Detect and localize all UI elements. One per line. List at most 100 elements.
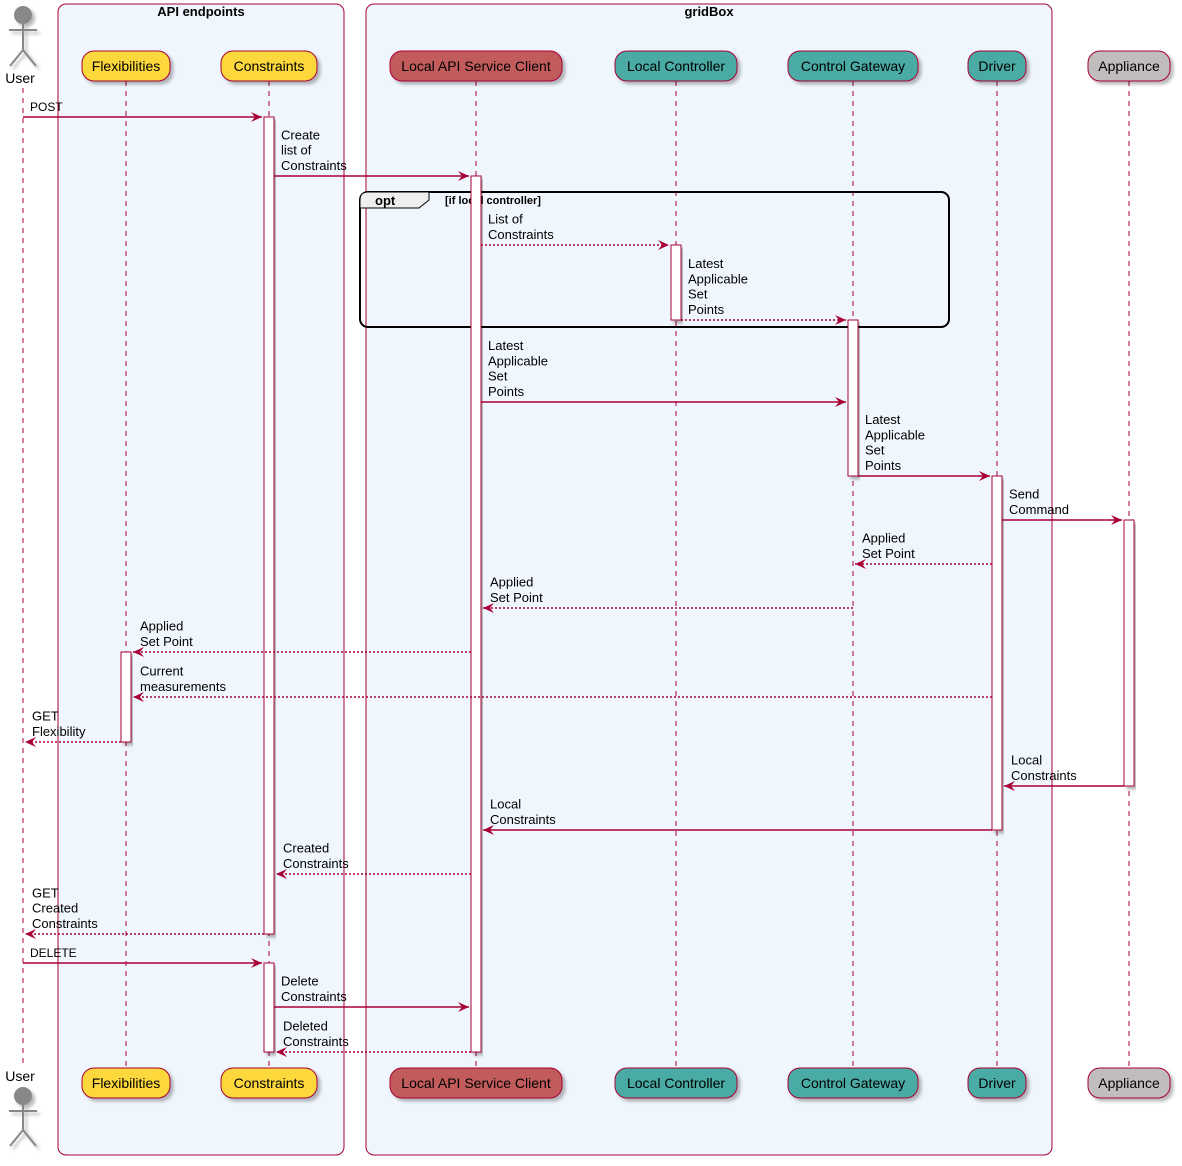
message-label-line: Local [1011,753,1042,768]
participant-label: Local Controller [627,58,725,74]
participant-flex-header: Flexibilities [81,50,171,82]
box-title-api-endpoints: API endpoints [157,4,244,19]
participant-cons-header: Constraints [220,50,318,82]
participant-cg-header: Control Gateway [787,50,919,82]
message-label-line: Latest [865,412,901,427]
message-label-line: list of [281,143,312,158]
message-label-line: Created [283,841,329,856]
user-stick-figure-icon [9,6,37,67]
message-label-line: Constraints [488,227,554,242]
participant-label: Local Controller [627,1075,725,1091]
activation-bar-cg [847,319,859,477]
message-label-line: Latest [688,256,724,271]
participant-label: Local API Service Client [401,58,551,74]
message-label-line: Command [1009,502,1069,517]
message-label-line: Delete [281,974,319,989]
user-stick-figure-icon [9,1087,37,1147]
participant-label: Flexibilities [92,58,160,74]
participants: FlexibilitiesFlexibilitiesConstraintsCon… [81,50,1171,1099]
activation-bar-lasc [470,175,482,1053]
opt-condition: [if local controller] [445,195,541,207]
message-label-line: GET [32,709,59,724]
message-label-line: Applied [490,575,533,590]
message-label-line: Constraints [281,158,347,173]
message-label-line: Constraints [490,812,556,827]
activation-bar-app [1123,519,1135,787]
message-label-line: Set Point [862,546,915,561]
participant-lasc-header: Local API Service Client [389,50,563,82]
actor-user-top: User [5,6,37,86]
participant-app-header: Appliance [1087,50,1171,82]
message-label-line: Points [488,384,525,399]
message-1: POST [23,100,262,122]
message-label-line: List of [488,212,523,227]
message-label-line: Created [32,901,78,916]
participant-app-footer: Appliance [1087,1067,1171,1099]
message-label-line: Deleted [283,1019,328,1034]
participant-drv-header: Driver [967,50,1027,82]
participant-lc-footer: Local Controller [614,1067,738,1099]
activation-bar-lc [670,244,682,321]
message-label-line: Points [688,302,725,317]
box-gridbox: gridBox [365,3,1053,1156]
actor-label-user: User [5,70,35,86]
actor-user-bottom: User [5,1068,37,1147]
participant-label: Control Gateway [801,58,905,74]
participant-cg-footer: Control Gateway [787,1067,919,1099]
message-label-line: Constraints [283,1034,349,1049]
participant-drv-footer: Driver [967,1067,1027,1099]
activation-bars [120,116,1135,1053]
participant-label: Constraints [234,1075,305,1091]
message-label-line: measurements [140,679,226,694]
participant-label: Control Gateway [801,1075,905,1091]
message-label-line: DELETE [30,946,77,960]
participant-label: Driver [978,58,1016,74]
participant-label: Driver [978,1075,1016,1091]
activation-bar-flex [120,651,132,743]
message-label-line: Applicable [688,271,748,286]
message-label-line: Set Point [490,590,543,605]
actor-label-user: User [5,1068,35,1084]
participant-label: Flexibilities [92,1075,160,1091]
message-17: DELETE [23,946,262,968]
message-label-line: Send [1009,487,1039,502]
participant-label: Appliance [1098,1075,1160,1091]
message-label-line: GET [32,885,59,900]
message-label-line: Applicable [488,353,548,368]
message-label-line: Applied [140,619,183,634]
message-label-line: Applicable [865,427,925,442]
participant-cons-footer: Constraints [220,1067,318,1099]
activation-bar-cons [263,116,275,935]
participant-label: Local API Service Client [401,1075,551,1091]
participant-lasc-footer: Local API Service Client [389,1067,563,1099]
message-label-line: Set Point [140,634,193,649]
message-label-line: Local [490,797,521,812]
message-label-line: Current [140,664,184,679]
participant-label: Constraints [234,58,305,74]
message-label-line: Create [281,127,320,142]
activation-bar-cons [263,962,275,1053]
participant-flex-footer: Flexibilities [81,1067,171,1099]
message-label-line: Latest [488,338,524,353]
opt-keyword: opt [375,193,396,208]
message-label-line: Flexibility [32,724,86,739]
opt-fragment: opt [if local controller] [359,191,950,328]
message-label-line: Constraints [32,916,98,931]
activation-bar-drv [991,475,1003,831]
